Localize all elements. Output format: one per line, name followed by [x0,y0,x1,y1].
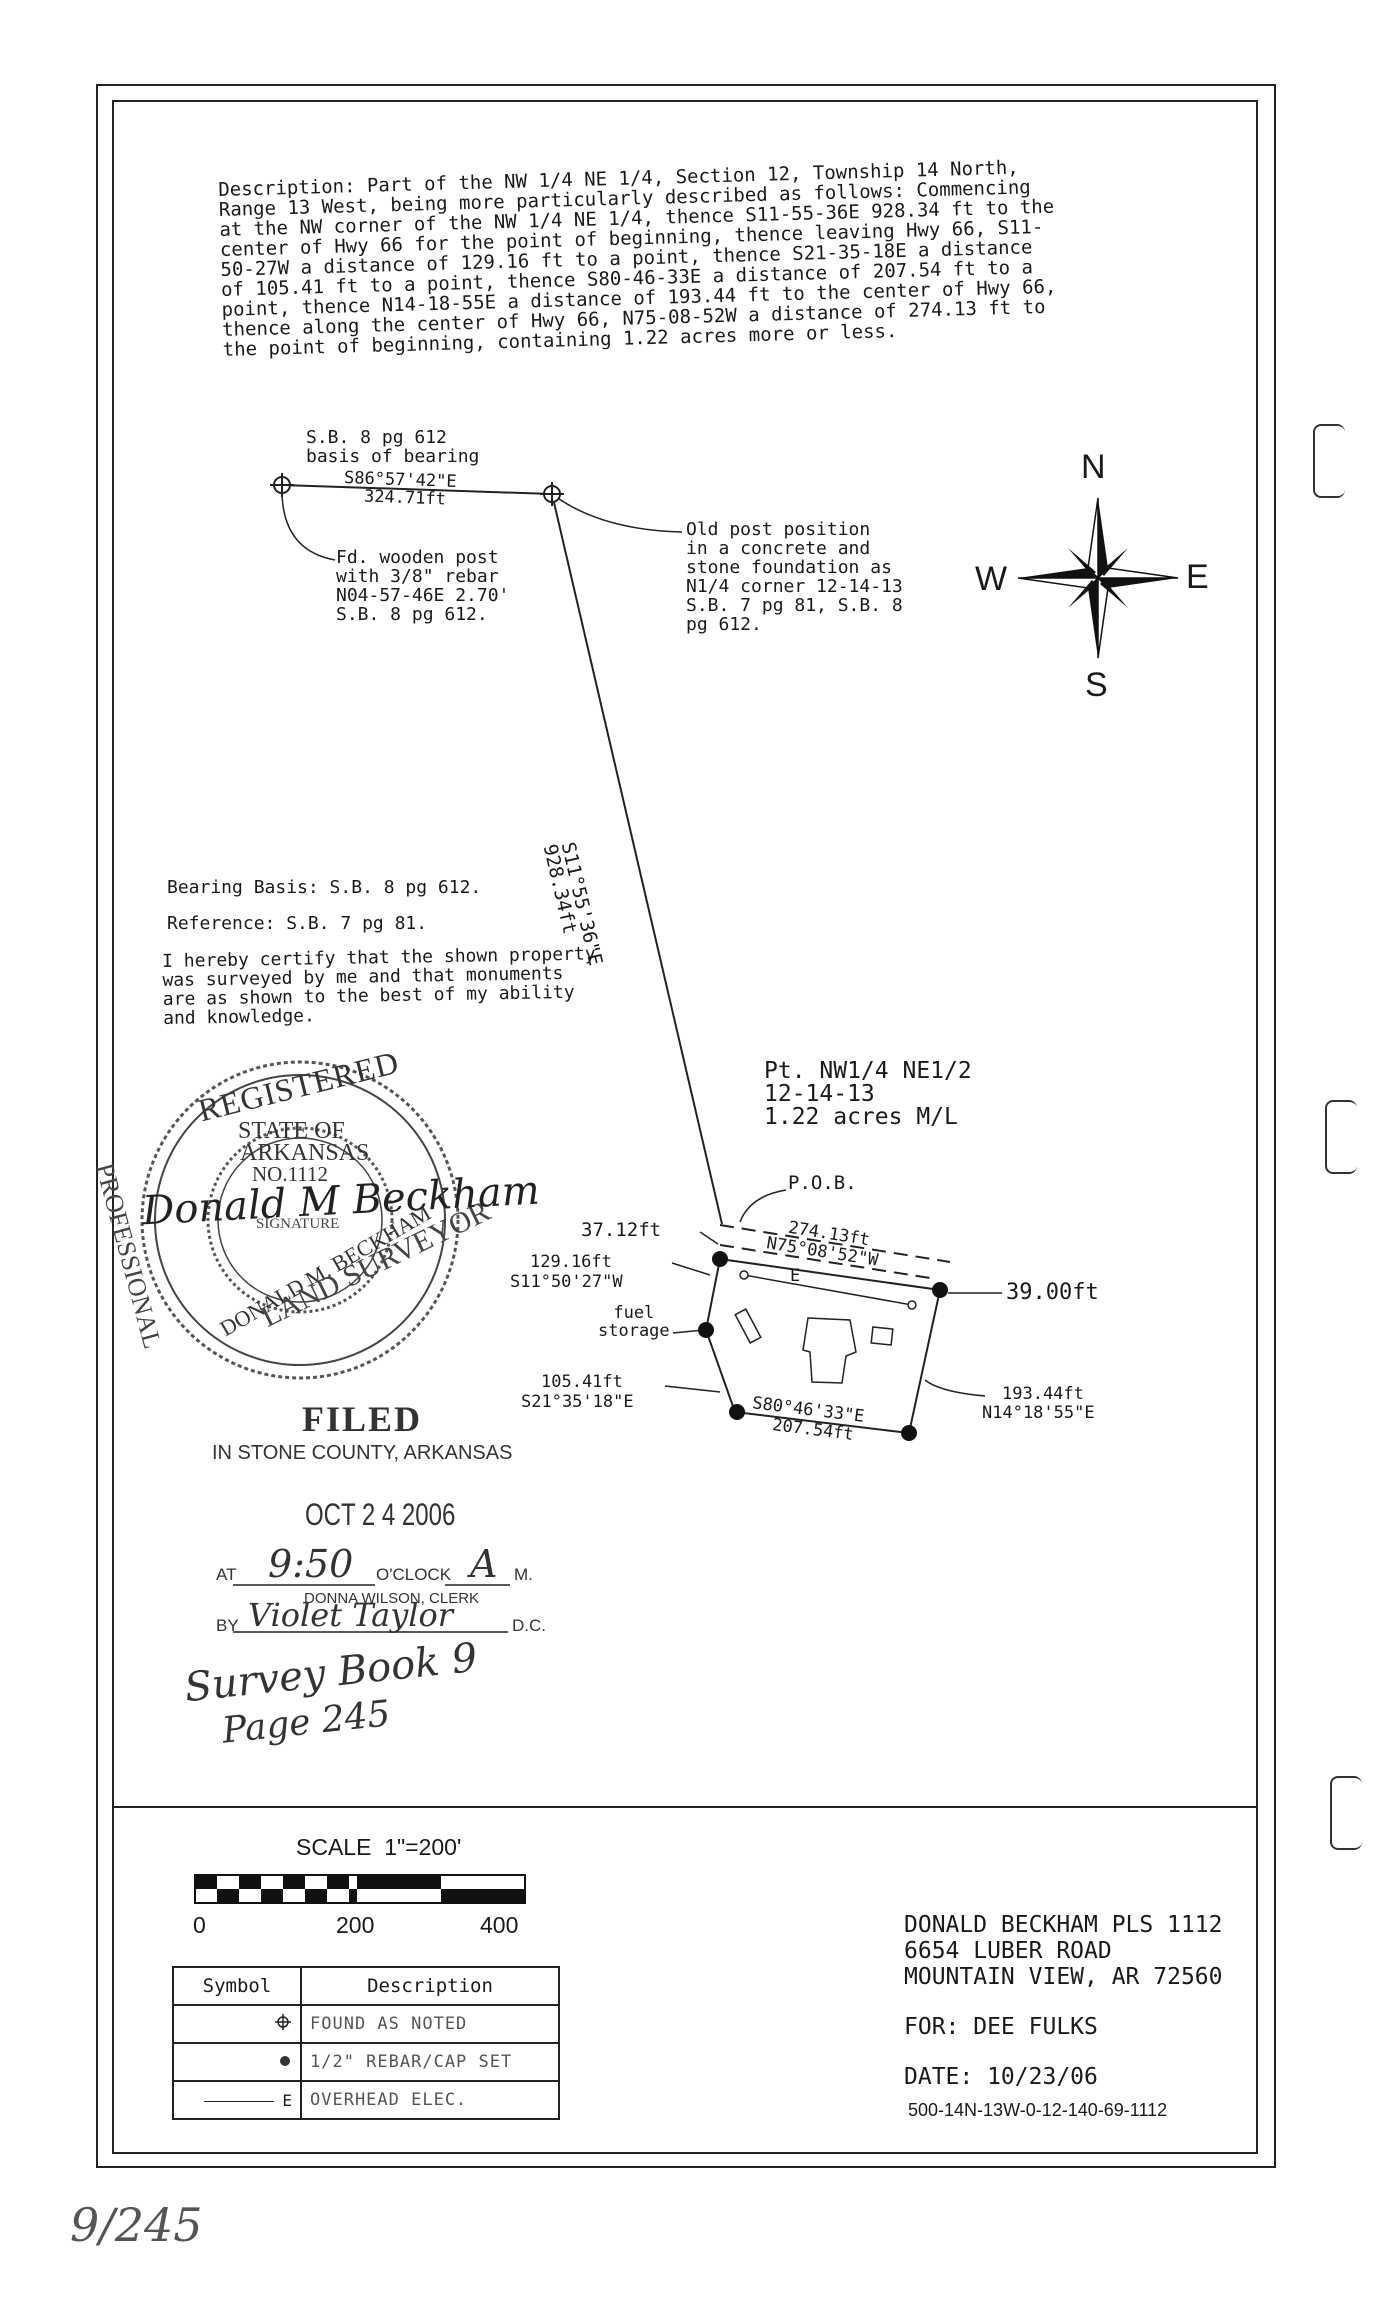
left-offset: 37.12ft [581,1219,662,1241]
outer-border [96,84,1276,2168]
east-bearing: N14°18'55"E [982,1403,1095,1423]
filed-oclock: O'CLOCK [376,1565,452,1584]
filed-dc: D.C. [512,1616,546,1635]
pole-icon [907,1300,917,1310]
surveyor-name: DONALD BECKHAM PLS 1112 [904,1912,1223,1938]
fuel-storage-tank [734,1308,762,1344]
parcel-boundary [704,1257,942,1435]
elec-symbol: E [790,1266,801,1286]
certification: I hereby certify that the shown property… [161,943,596,1029]
rebar-dot-icon [712,1251,728,1267]
filed-date: OCT 2 4 2006 [305,1497,456,1533]
right-offset: 39.00ft [1006,1280,1099,1305]
long-bearing-line [551,493,723,1225]
west-distance: 129.16ft [530,1252,612,1272]
table-row: FOUND AS NOTED [172,2004,560,2044]
rebar-dot-icon [698,1322,714,1338]
legend-header-description: Description [300,1966,560,2006]
legend-header-symbol: Symbol [172,1966,302,2006]
filed-meridiem: A [470,1542,498,1586]
parcel-title: Pt. NW1/4 NE1/2 12-14-13 1.22 acres M/L [764,1058,972,1130]
leader-line [281,484,336,561]
compass-rose-icon [1017,497,1179,659]
binder-tab [1330,1776,1362,1850]
filed-clerk: DONNA WILSON, CLERK [304,1590,480,1607]
rebar-dot-icon [901,1425,917,1441]
basis-note: S.B. 8 pg 612 basis of bearing [306,427,480,467]
surveyor-seal [140,1060,460,1380]
filed-time: 9:50 [268,1542,354,1586]
table-row: 1/2" REBAR/CAP SET [172,2042,560,2082]
house-footprint [802,1317,857,1384]
legend-description: FOUND AS NOTED [300,2004,560,2044]
legend-description: OVERHEAD ELEC. [300,2080,560,2120]
compass-north: N [1081,448,1106,486]
margin-note: 9/245 [70,2198,203,2252]
old-post-note: Old post position in a concrete and ston… [686,519,903,635]
overhead-elec-line [743,1274,913,1306]
found-marker-icon [540,482,564,506]
seal-state-of: STATE OF [238,1118,345,1144]
filed-m: M. [514,1565,533,1584]
scale-tick: 400 [480,1912,519,1938]
legend-symbol: E [282,2090,292,2110]
filed-title: FILED [302,1399,423,1439]
compass-east: E [1186,558,1209,596]
west-bearing: S11°50'27"W [510,1272,623,1292]
filed-county: IN STONE COUNTY, ARKANSAS [212,1442,513,1464]
shed-footprint [870,1326,894,1346]
symbol-legend: Symbol Description FOUND AS NOTED 1/2" R… [172,1966,560,2120]
sw-distance: 105.41ft [541,1372,623,1392]
surveyor-address: 6654 LUBER ROAD [904,1938,1112,1964]
compass-south: S [1085,666,1108,704]
deputy-signature: Violet Taylor [248,1596,454,1634]
top-line-distance: 324.71ft [363,486,447,510]
rebar-dot-icon [932,1282,948,1298]
found-marker-icon [275,2014,291,2030]
inner-border [112,100,1258,2154]
found-marker-icon [270,473,294,497]
east-distance: 193.44ft [1002,1384,1084,1404]
filed-by-label: BY [216,1616,239,1635]
fuel-storage-label: fuel storage [598,1303,670,1341]
binder-tab [1325,1100,1357,1174]
pole-icon [739,1270,749,1280]
leader-line [551,493,683,533]
scale-tick: 200 [336,1912,375,1938]
rebar-dot-icon [280,2055,290,2066]
binder-tab [1313,424,1345,498]
scale-bar [194,1874,526,1904]
survey-date: DATE: 10/23/06 [904,2064,1098,2090]
highway-center-line [719,1224,951,1263]
seal-number: NO.1112 [252,1162,329,1186]
seal-arkansas: ARKANSAS [240,1140,370,1166]
seal-signature-label: SIGNATURE [256,1216,340,1232]
wooden-post-note: Fd. wooden post with 3/8" rebar N04-57-4… [336,547,510,625]
elec-line-icon [204,2100,275,2102]
table-row: E OVERHEAD ELEC. [172,2080,560,2120]
parcel-id: 500-14N-13W-0-12-140-69-1112 [908,2100,1168,2120]
sw-bearing: S21°35'18"E [521,1392,634,1412]
legend-description: 1/2" REBAR/CAP SET [300,2042,560,2082]
rebar-dot-icon [729,1404,745,1420]
scale-label: SCALE 1"=200' [296,1834,462,1860]
filed-at-label: AT [216,1565,237,1584]
bearing-basis: Bearing Basis: S.B. 8 pg 612. [167,877,482,898]
surveyor-city: MOUNTAIN VIEW, AR 72560 [904,1964,1223,1990]
title-block-divider [112,1806,1256,1808]
point-of-beginning: P.O.B. [788,1172,857,1194]
client-name: FOR: DEE FULKS [904,2014,1098,2040]
scale-tick: 0 [193,1912,206,1938]
basis-line [281,484,553,495]
compass-west: W [975,560,1008,598]
highway-edge-line [719,1244,931,1279]
reference: Reference: S.B. 7 pg 81. [167,913,428,934]
